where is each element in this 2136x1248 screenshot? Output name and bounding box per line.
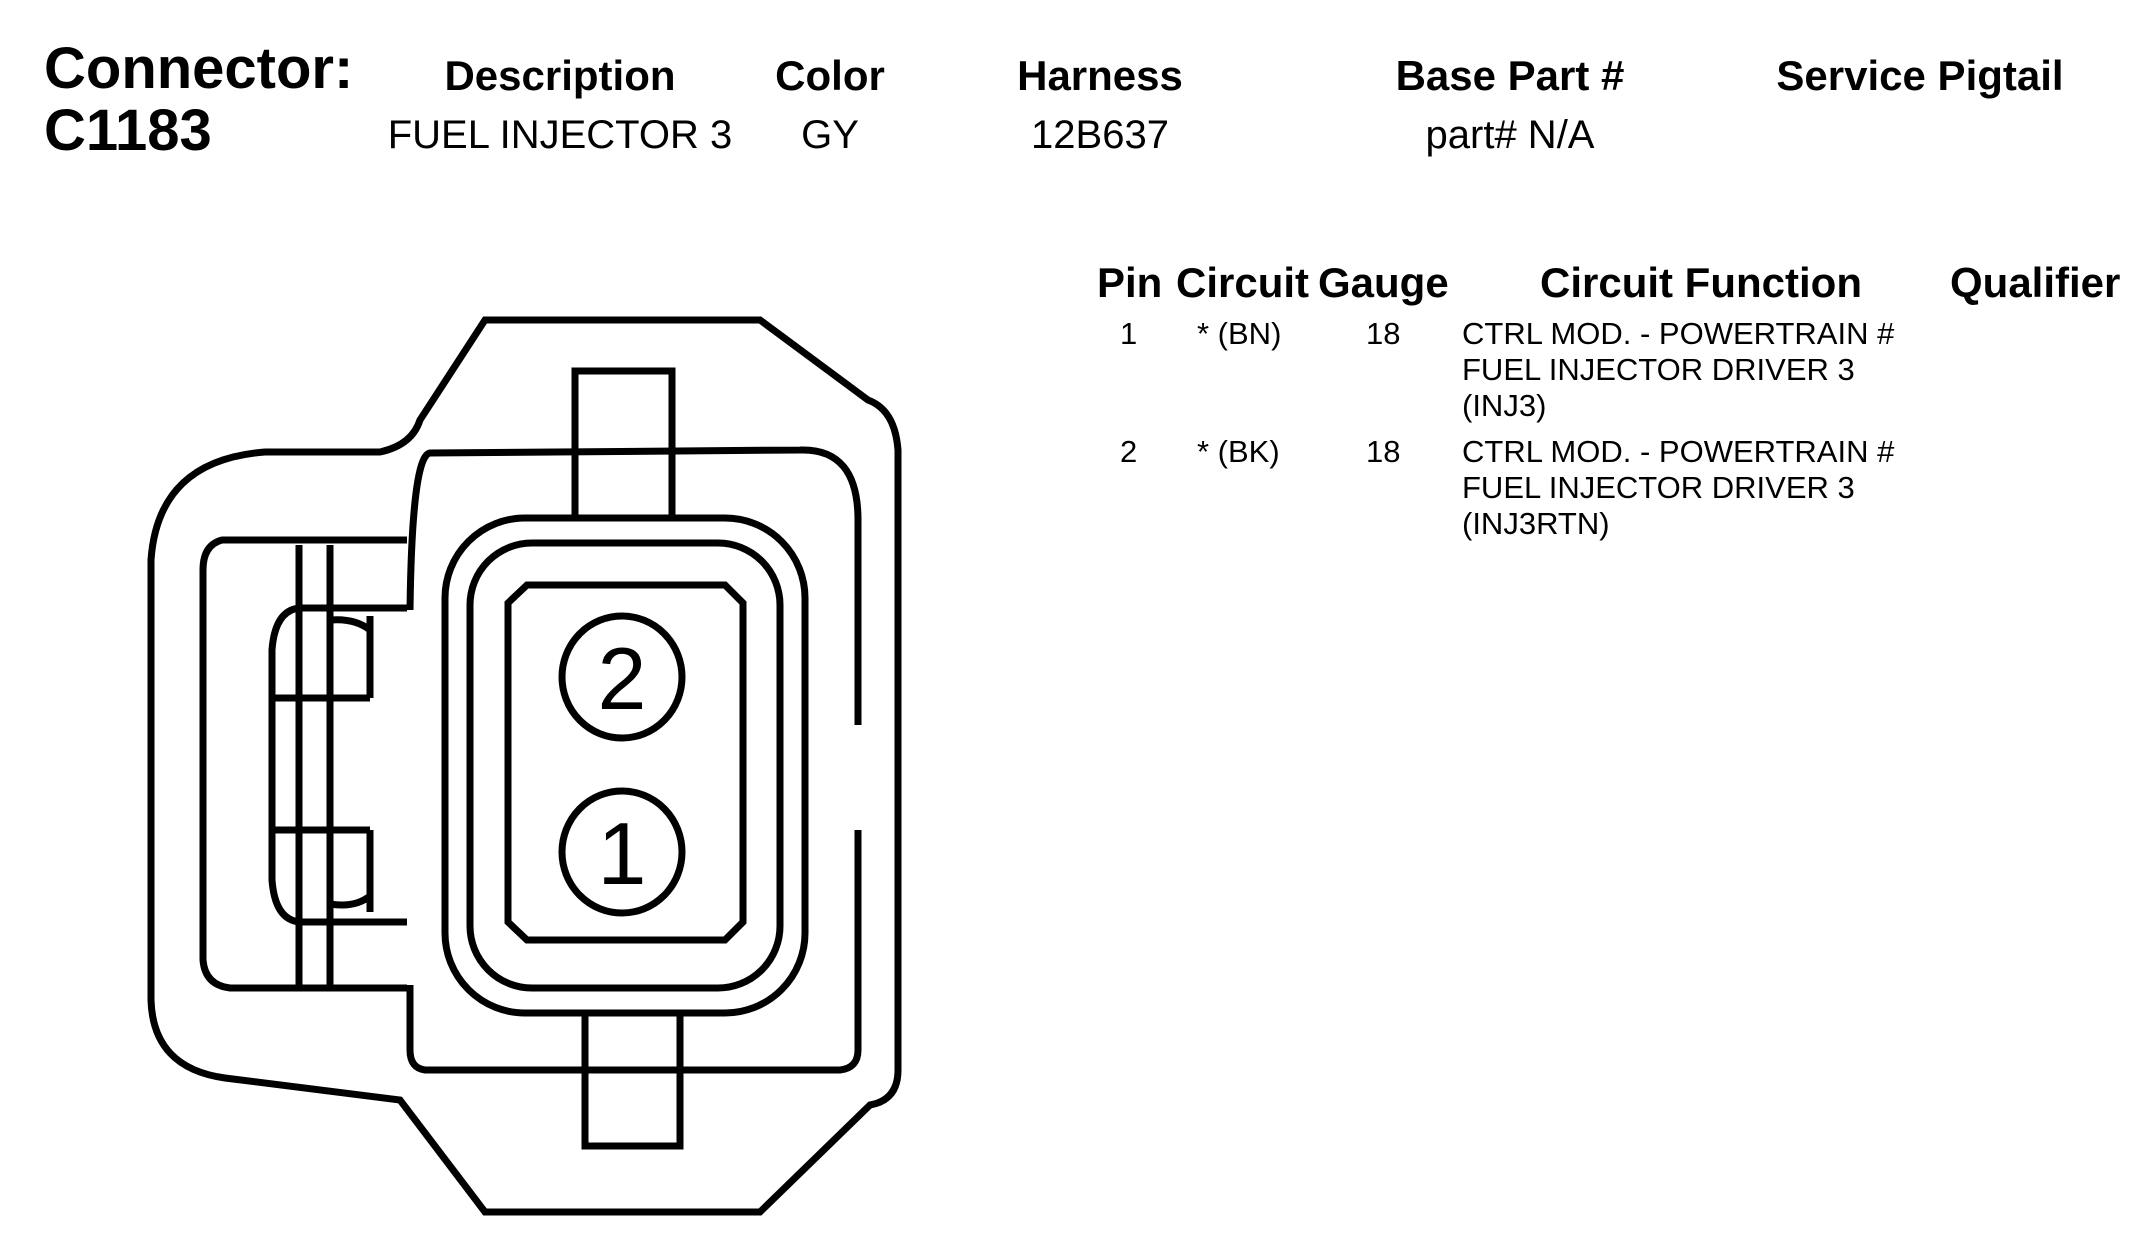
gauge-header: Gauge [1318,259,1449,306]
base-part-value: part# N/A [1425,113,1595,157]
connector-label: Connector: [44,36,354,101]
inner-housing-wall-lower [406,830,862,1074]
color-header: Color [775,52,885,99]
table-row-1-function-line-1: CTRL MOD. - POWERTRAIN # [1462,316,1895,351]
connector-id: C1183 [44,98,212,163]
cavity-seal-wall [466,539,784,992]
circuit-header: Circuit [1176,259,1310,306]
top-latch-tab [571,367,676,520]
upper-lock-tooth-ridge-1 [329,616,373,633]
base-part-header: Base Part # [1395,52,1625,99]
description-header: Description [444,52,676,99]
table-row-2-gauge: 18 [1366,434,1401,469]
pin-1-cavity [558,787,686,917]
lower-lock-tooth [268,826,407,926]
table-row-1-function-line-2: FUEL INJECTOR DRIVER 3 [1462,352,1855,387]
table-row-1-gauge: 18 [1366,316,1401,351]
lower-lock-tooth-ridge-1 [329,893,373,909]
cavity-outer-wall [441,514,809,1017]
inner-housing-wall [406,446,862,725]
table-row-1-pin: 1 [1120,316,1138,351]
table-row-1-function-line-3: (INJ3) [1462,388,1547,423]
connector-face-diagram: 2 1 [147,316,902,1216]
table-row-2-pin: 2 [1120,434,1138,469]
harness-header: Harness [1017,52,1183,99]
pin-2-cavity [558,612,686,742]
harness-value: 12B637 [1031,113,1169,157]
upper-lock-tooth [268,604,407,702]
pin-header: Pin [1097,259,1163,306]
description-value: FUEL INJECTOR 3 [387,113,733,157]
service-pigtail-header: Service Pigtail [1776,52,2064,99]
table-row-1-circuit: * (BN) [1197,316,1282,351]
pin-2-label: 2 [598,629,647,728]
table-row-1-function: CTRL MOD. - POWERTRAIN # FUEL INJECTOR D… [1462,316,1894,424]
cavity-inner-face [504,581,747,944]
qualifier-header: Qualifier [1950,259,2121,306]
pin-1-label: 1 [598,804,647,903]
table-row-2-function-line-1: CTRL MOD. - POWERTRAIN # [1462,434,1895,469]
circuit-function-header: Circuit Function [1540,259,1862,306]
connector-outer-housing [147,316,902,1216]
table-row-2-function-line-2: FUEL INJECTOR DRIVER 3 [1462,470,1855,505]
table-row-2-function: CTRL MOD. - POWERTRAIN # FUEL INJECTOR D… [1462,434,1894,542]
table-row-2-circuit: * (BK) [1197,434,1280,469]
bottom-latch-tab [581,1015,684,1150]
table-row-2-function-line-3: (INJ3RTN) [1462,506,1610,541]
color-value: GY [801,113,859,157]
inner-housing-left-rail [199,536,407,992]
